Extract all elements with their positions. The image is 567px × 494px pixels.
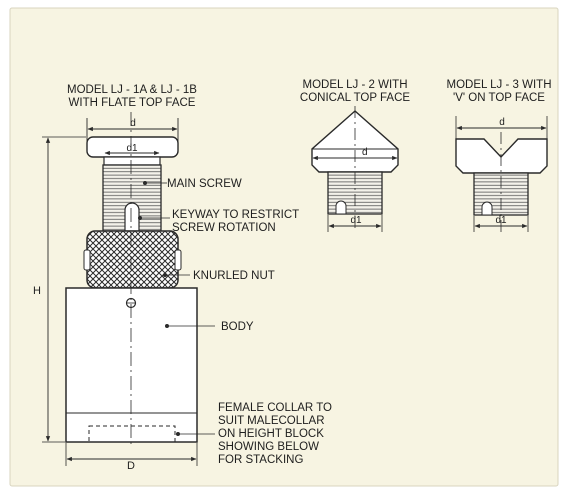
callout-keyway-line2: SCREW ROTATION	[172, 222, 276, 234]
callout-collar-line5: FOR STACKING	[218, 454, 303, 466]
callout-knurled-nut: KNURLED NUT	[193, 270, 275, 282]
lj1-d1-dimension: d1	[104, 143, 160, 156]
callout-main-screw: MAIN SCREW	[167, 178, 242, 190]
lj1-d-dimension: d	[86, 118, 179, 142]
lj3-d-dimension: d	[455, 116, 548, 139]
lj1-D-label: D	[127, 460, 135, 472]
lj2-title-line2: CONICAL TOP FACE	[300, 92, 410, 104]
callout-collar-line4: SHOWING BELOW	[218, 441, 319, 453]
callout-collar-line1: FEMALE COLLAR TO	[218, 402, 332, 414]
lj2-keyway-slot	[335, 200, 347, 215]
lj3-title-line2: 'V' ON TOP FACE	[453, 92, 545, 104]
lj3-title-line1: MODEL LJ - 3 WITH	[447, 79, 552, 91]
lj1-d1-label: d1	[126, 143, 138, 154]
lj1-D-dimension: D	[65, 443, 198, 472]
lj1-title-line2: WITH FLATE TOP FACE	[69, 97, 196, 109]
lj1-nut-right-lug	[174, 249, 182, 271]
lj1-body	[65, 287, 198, 443]
lj1-callout-leaders	[137, 180, 215, 436]
lj1-h-dimension: H	[33, 136, 86, 443]
lj1-keyway-slot	[124, 202, 140, 232]
lj1-h-label: H	[33, 285, 41, 297]
lj2-title-line1: MODEL LJ - 2 WITH	[303, 79, 408, 91]
lj2-d1-label: d1	[350, 215, 362, 226]
callout-collar-line3: ON HEIGHT BLOCK	[218, 428, 324, 440]
lj3-d-label: d	[499, 117, 505, 128]
callout-keyway-line1: KEYWAY TO RESTRICT	[172, 209, 299, 221]
lj1-female-collar-hidden	[88, 425, 176, 443]
lj2-d1-dimension: d1	[327, 215, 383, 232]
lj1-nut-left-lug	[83, 249, 91, 271]
callout-collar-line2: SUIT MALECOLLAR	[218, 415, 325, 427]
lj1-d-label: d	[130, 118, 136, 129]
lj3-v-cap	[455, 138, 548, 174]
lj3-d1-label: d1	[495, 215, 507, 226]
lj3-keyway-slot	[481, 201, 493, 216]
lj1-knurled-nut	[86, 230, 179, 289]
lj3-d1-dimension: d1	[473, 215, 529, 232]
lj1-cap-neck	[103, 156, 161, 166]
lj1-title-line1: MODEL LJ - 1A & LJ - 1B	[67, 84, 197, 96]
callout-body: BODY	[221, 321, 254, 333]
lj2-d-label: d	[362, 147, 368, 158]
